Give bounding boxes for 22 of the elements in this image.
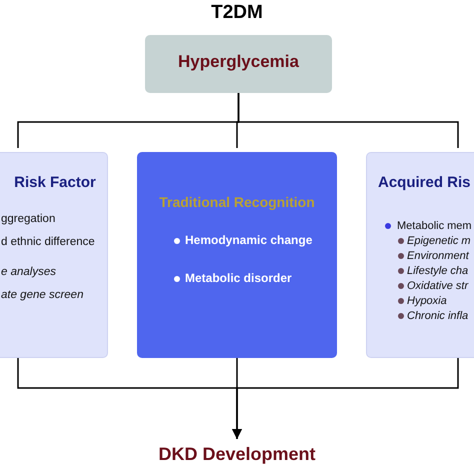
list-item: ate gene screen [1, 289, 84, 302]
list-item: Hypoxia [407, 295, 447, 308]
list-item: Epigenetic m [407, 235, 471, 248]
panel-heading: Risk Factor [13, 175, 97, 192]
list-item: Chronic infla [407, 310, 468, 322]
list-item: ggregation [1, 213, 56, 226]
panel-heading: Acquired Ris [378, 175, 471, 192]
list-item: Hemodynamic change [185, 234, 312, 248]
connector-arrow [232, 358, 459, 439]
list-item: Metabolic mem [397, 220, 472, 232]
list-item: Metabolic disorder [185, 272, 292, 286]
list-item: e analyses [1, 266, 56, 279]
list-item: Lifestyle cha [407, 265, 468, 278]
box-heading: Hyperglycemia [177, 53, 300, 72]
panel-heading: Traditional Recognition [158, 195, 316, 210]
category-panel [137, 152, 337, 358]
diagram-title: T2DM [210, 3, 264, 24]
process-box [145, 35, 332, 93]
outcome-label: DKD Development [157, 445, 317, 465]
list-item: d ethnic difference [1, 236, 95, 249]
list-item: Oxidative str [407, 280, 468, 292]
list-item: Environment [407, 250, 469, 262]
